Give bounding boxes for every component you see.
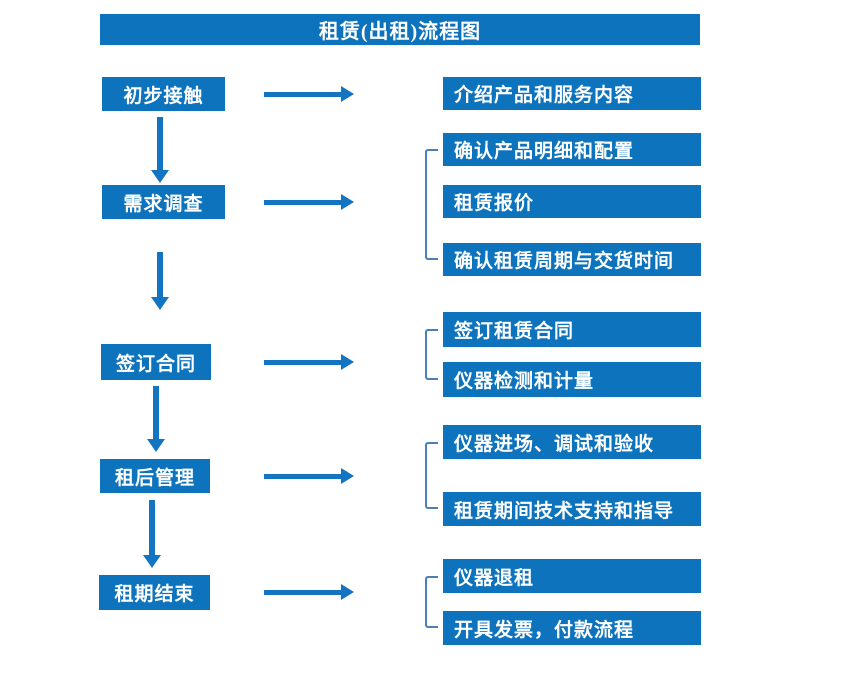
step-label: 签订合同 bbox=[115, 353, 196, 375]
arrow-down-icon bbox=[151, 252, 169, 310]
detail-label: 租赁期间技术支持和指导 bbox=[454, 500, 675, 522]
arrow-right-icon bbox=[264, 354, 354, 370]
arrow-right-icon bbox=[264, 584, 354, 600]
step-label: 需求调查 bbox=[123, 193, 204, 215]
arrow-down-icon bbox=[147, 386, 165, 452]
detail-box-introduce-products: 介绍产品和服务内容 bbox=[443, 77, 701, 110]
step-label: 初步接触 bbox=[123, 85, 204, 107]
detail-box-rental-quotation: 租赁报价 bbox=[443, 185, 701, 218]
detail-box-instrument-installation: 仪器进场、调试和验收 bbox=[443, 425, 701, 459]
detail-label: 仪器进场、调试和验收 bbox=[454, 433, 655, 455]
step-label: 租后管理 bbox=[114, 467, 195, 489]
detail-label: 仪器退租 bbox=[454, 567, 535, 589]
detail-label: 确认租赁周期与交货时间 bbox=[454, 251, 675, 272]
step-box-sign-contract: 签订合同 bbox=[101, 344, 211, 380]
detail-box-technical-support: 租赁期间技术支持和指导 bbox=[443, 492, 701, 526]
step-label: 租期结束 bbox=[114, 584, 195, 605]
step-box-post-rental-management: 租后管理 bbox=[100, 459, 210, 493]
arrow-down-icon bbox=[143, 500, 161, 568]
detail-label: 租赁报价 bbox=[454, 193, 535, 214]
detail-box-instrument-return: 仪器退租 bbox=[443, 559, 701, 593]
diagram-title: 租赁(出租)流程图 bbox=[318, 21, 482, 43]
detail-label: 确认产品明细和配置 bbox=[454, 141, 635, 162]
diagram-title-bar: 租赁(出租)流程图 bbox=[100, 14, 700, 45]
arrow-down-icon bbox=[151, 117, 169, 183]
detail-label: 介绍产品和服务内容 bbox=[454, 85, 635, 106]
detail-box-confirm-lease-period: 确认租赁周期与交货时间 bbox=[443, 243, 701, 276]
bracket-connector bbox=[425, 149, 438, 260]
detail-box-sign-lease-contract: 签订租赁合同 bbox=[443, 312, 701, 347]
detail-label: 开具发票，付款流程 bbox=[454, 619, 635, 641]
detail-box-invoice-payment: 开具发票，付款流程 bbox=[443, 611, 701, 645]
bracket-connector bbox=[425, 329, 438, 380]
detail-box-confirm-product-config: 确认产品明细和配置 bbox=[443, 133, 701, 166]
step-box-lease-end: 租期结束 bbox=[99, 575, 210, 610]
step-box-initial-contact: 初步接触 bbox=[102, 77, 225, 111]
bracket-connector bbox=[425, 576, 438, 628]
arrow-right-icon bbox=[264, 86, 354, 102]
detail-label: 仪器检测和计量 bbox=[454, 371, 595, 392]
detail-label: 签订租赁合同 bbox=[454, 321, 575, 342]
arrow-right-icon bbox=[264, 468, 354, 484]
step-box-demand-survey: 需求调查 bbox=[102, 185, 225, 219]
bracket-connector bbox=[425, 442, 438, 509]
detail-box-instrument-testing: 仪器检测和计量 bbox=[443, 362, 701, 397]
arrow-right-icon bbox=[264, 194, 354, 210]
